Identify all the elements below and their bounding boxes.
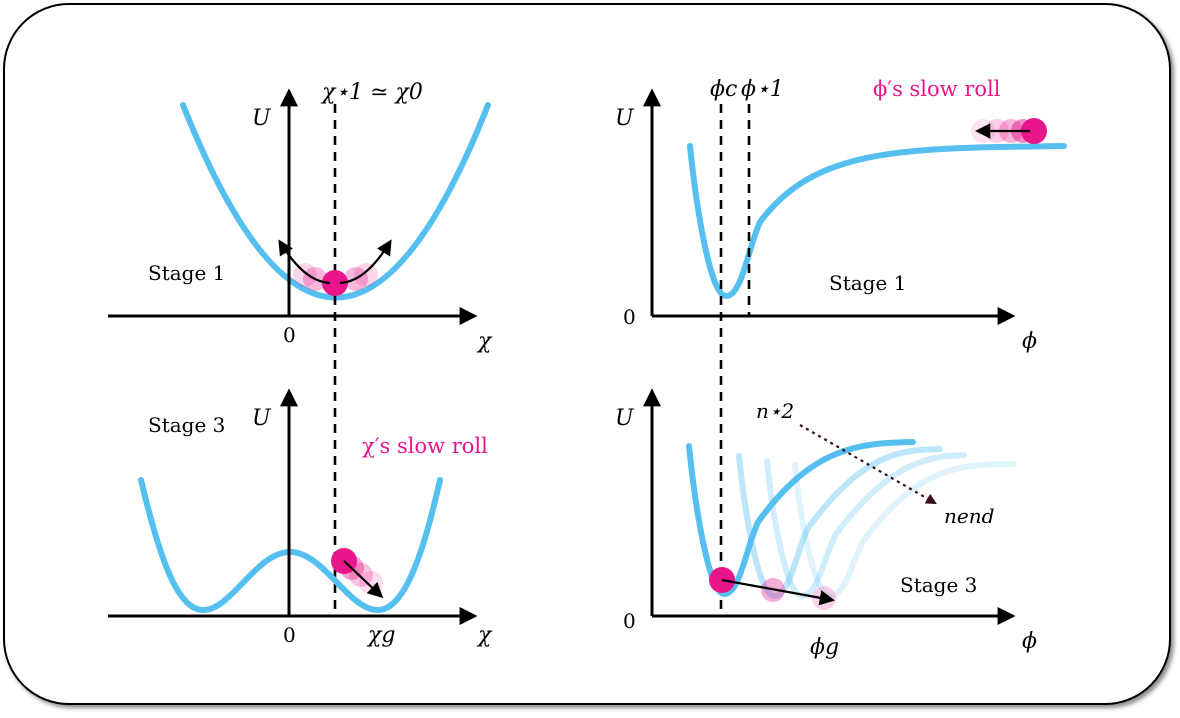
dashed-line-label-phi-c: ϕc xyxy=(710,77,737,102)
dashed-line-label: χ⋆1 ≃ χ0 xyxy=(320,80,423,105)
slow-roll-label: ϕ′s slow roll xyxy=(873,77,1001,101)
y-axis-label: U xyxy=(252,106,272,131)
ball-ghost xyxy=(349,563,373,587)
minimum-label: χg xyxy=(366,623,395,648)
arrow-left xyxy=(278,239,331,285)
panel-top-left: U χ 0 Stage 1 χ⋆1 ≃ χ0 xyxy=(108,80,493,616)
potential-curve-phi xyxy=(686,439,916,598)
potential-curve-phi xyxy=(687,143,1067,300)
origin-label: 0 xyxy=(623,609,636,633)
arrow-roll-down xyxy=(343,560,384,599)
slow-roll-label: χ′s slow roll xyxy=(362,434,488,458)
n-start-label: n⋆2 xyxy=(756,399,794,423)
ball-ghost xyxy=(293,263,317,287)
ball xyxy=(1021,118,1047,144)
arrow-right xyxy=(339,239,392,285)
ball xyxy=(322,270,348,296)
n-end-label: nend xyxy=(944,504,994,528)
arrow-roll-right xyxy=(721,578,836,606)
origin-label: 0 xyxy=(283,623,296,647)
x-axis-label: ϕ xyxy=(1022,329,1037,354)
outer-frame xyxy=(3,3,1171,705)
panel-bottom-left: U χ 0 χg Stage 3 χ′s slow roll xyxy=(108,388,493,648)
panel-bottom-right: U ϕ 0 ϕg Stage 3 n⋆2 nend xyxy=(615,388,1037,660)
potential-curve-faded-2 xyxy=(764,452,967,600)
minimum-label: ϕg xyxy=(810,635,839,660)
origin-label: 0 xyxy=(623,305,636,329)
x-axis-label: χ xyxy=(476,329,493,354)
potential-curve-faded-3 xyxy=(792,461,1017,600)
y-axis-label: U xyxy=(252,406,272,431)
stage-label: Stage 1 xyxy=(829,271,906,295)
dotted-arrow-n xyxy=(799,424,937,505)
origin-label: 0 xyxy=(283,323,296,347)
stage-label: Stage 1 xyxy=(148,261,225,285)
stage-label: Stage 3 xyxy=(148,413,225,437)
dashed-line-label-phi-star: ϕ⋆1 xyxy=(741,77,784,102)
panel-top-right: U ϕ 0 Stage 1 ϕc ϕ⋆1 ϕ′s slow roll xyxy=(615,77,1067,616)
x-axis-label: ϕ xyxy=(1022,629,1037,654)
x-axis-label: χ xyxy=(476,623,493,648)
stage-label: Stage 3 xyxy=(900,573,977,597)
y-axis-label: U xyxy=(615,106,635,131)
ball-ghost xyxy=(354,263,378,287)
y-axis-label: U xyxy=(615,406,635,431)
